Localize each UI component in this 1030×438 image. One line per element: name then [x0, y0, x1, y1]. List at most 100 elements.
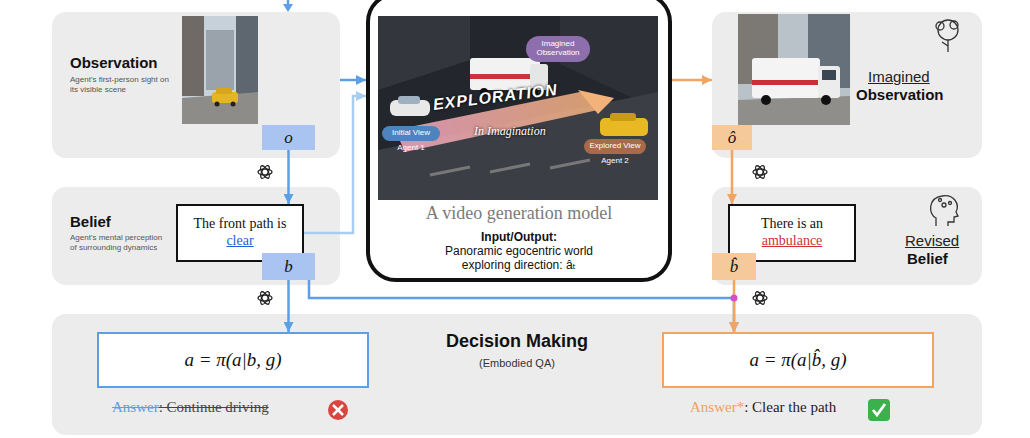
imagination-video-frame-part	[378, 16, 470, 90]
llm-icon-part-part	[753, 295, 767, 301]
wrong-mark-part	[333, 405, 343, 415]
llm-icon-part-part	[256, 289, 275, 308]
text-holder: Agent 2	[574, 156, 656, 165]
imagination-video-frame-part	[398, 96, 420, 104]
llm-icon-part-part	[754, 290, 766, 305]
answer-tag: Answer	[112, 399, 159, 416]
llm-icon-part-part	[259, 164, 271, 179]
llm-icon-part-part	[754, 164, 766, 179]
street-photo-part	[231, 102, 236, 107]
text-holder: Belief	[907, 250, 948, 267]
imagination-video-frame-part	[430, 167, 470, 175]
arrow-connector	[309, 280, 734, 332]
wrong-mark-part	[333, 405, 343, 415]
llm-icon-part-part	[259, 290, 271, 305]
node-heading: Revised	[905, 232, 959, 249]
belief-panel: BeliefAgent's mental perception of surro…	[52, 187, 340, 285]
llm-icon-part-part	[754, 290, 766, 305]
label-holder: In Imagination	[474, 124, 546, 139]
node-text: Agent's mental perception of surrounding…	[70, 233, 170, 254]
input-arrow-part	[283, 4, 293, 12]
street-photo-part	[182, 16, 258, 124]
node-text: Observation	[856, 86, 944, 103]
imagination-video-frame-part	[550, 160, 590, 168]
imagination-icon-part	[942, 42, 948, 46]
node-text: Agent's first-person sight on its visibl…	[70, 75, 176, 96]
head-icon-part	[949, 202, 952, 205]
belief-label: b	[262, 253, 315, 280]
text-holder: Explored View	[584, 139, 646, 154]
input-arrow	[283, 0, 293, 12]
llm-icon-part	[751, 163, 770, 182]
imagined-street-photo-part	[822, 70, 836, 80]
node-text: Input/Output:	[370, 230, 668, 244]
merge-dot	[731, 295, 738, 302]
wrong-mark	[328, 400, 348, 420]
answer-tag: Answer*	[690, 399, 744, 416]
llm-icon-part-part	[256, 163, 275, 182]
text-holder: Revised	[905, 232, 959, 249]
llm-icon-part-part	[751, 163, 770, 182]
label-holder: Answer*: Clear the path	[690, 399, 836, 416]
text-holder: A video generation model	[370, 203, 668, 224]
node-text: b̂	[730, 257, 739, 277]
imagined-street-photo	[738, 14, 850, 125]
arrow-connector	[340, 79, 366, 82]
text-holder: b	[262, 253, 315, 280]
arrow-connector	[672, 79, 712, 82]
street-photo-part	[182, 92, 258, 124]
policy-box: a = π(a|b, g)	[97, 332, 369, 388]
arrow-connector	[733, 280, 736, 332]
text-holder: a = π(a|b, g)	[99, 334, 367, 386]
llm-icon-part-part	[259, 164, 271, 179]
head-icon-part	[931, 196, 958, 226]
head-icon-part	[939, 199, 942, 202]
answer-text: : Clear the path	[744, 399, 836, 416]
policy-box: a = π(a|b̂, g)	[662, 332, 934, 388]
node-text: ô	[728, 128, 737, 148]
imagination-video-frame-part	[610, 113, 636, 121]
llm-icon-part-part	[753, 169, 767, 175]
node-heading: A video generation model	[370, 203, 668, 224]
llm-icon-part-part	[754, 164, 766, 179]
llm-icon-part-part	[258, 169, 272, 175]
imagination-video-frame-part	[378, 92, 658, 200]
arrow-connector	[731, 150, 734, 204]
text-holder: b̂	[712, 253, 756, 280]
label-holder: EXPLORATION	[432, 81, 559, 114]
text-holder: Agent 1	[372, 143, 450, 152]
street-photo-part	[182, 16, 204, 96]
street-photo	[182, 16, 258, 124]
llm-icon-part	[256, 289, 275, 308]
node-text: Panoramic egocentric world exploring dir…	[419, 245, 619, 273]
view-pill: Explored ViewAgent 2	[584, 139, 646, 154]
exploration-label: EXPLORATION	[432, 81, 559, 114]
imagination-icon-part	[950, 21, 958, 29]
node-text: There is an	[761, 216, 823, 233]
node-heading: Observation	[70, 54, 158, 71]
imagined-observation-label: ô	[712, 125, 752, 150]
street-photo-part	[215, 102, 220, 107]
imagined-street-photo-part	[821, 95, 831, 105]
text-holder: Input/Output:	[370, 230, 668, 244]
correct-mark	[868, 399, 890, 421]
text-holder: o	[262, 125, 315, 150]
arrow-connector	[287, 280, 290, 332]
imagined-street-photo-part	[752, 58, 820, 98]
text-holder: Panoramic egocentric world exploring dir…	[419, 245, 619, 273]
node-text: Agent 1	[372, 143, 450, 152]
text-holder: Imagined Observation	[526, 36, 590, 62]
llm-icon	[256, 163, 770, 308]
view-pill: Initial ViewAgent 1	[382, 126, 440, 141]
node-text: b	[284, 257, 293, 277]
answer-text: : Continue driving	[159, 399, 269, 416]
imagination-video-frame-part	[378, 16, 658, 200]
node-heading: Imagined	[868, 68, 930, 85]
node-text: Belief	[907, 250, 948, 267]
text-holder: a = π(a|b̂, g)	[664, 334, 932, 386]
head-icon-part	[942, 203, 946, 207]
text-holder: Initial View	[382, 126, 440, 141]
text-holder: Observation	[70, 54, 158, 71]
arrow-connector	[287, 150, 290, 204]
